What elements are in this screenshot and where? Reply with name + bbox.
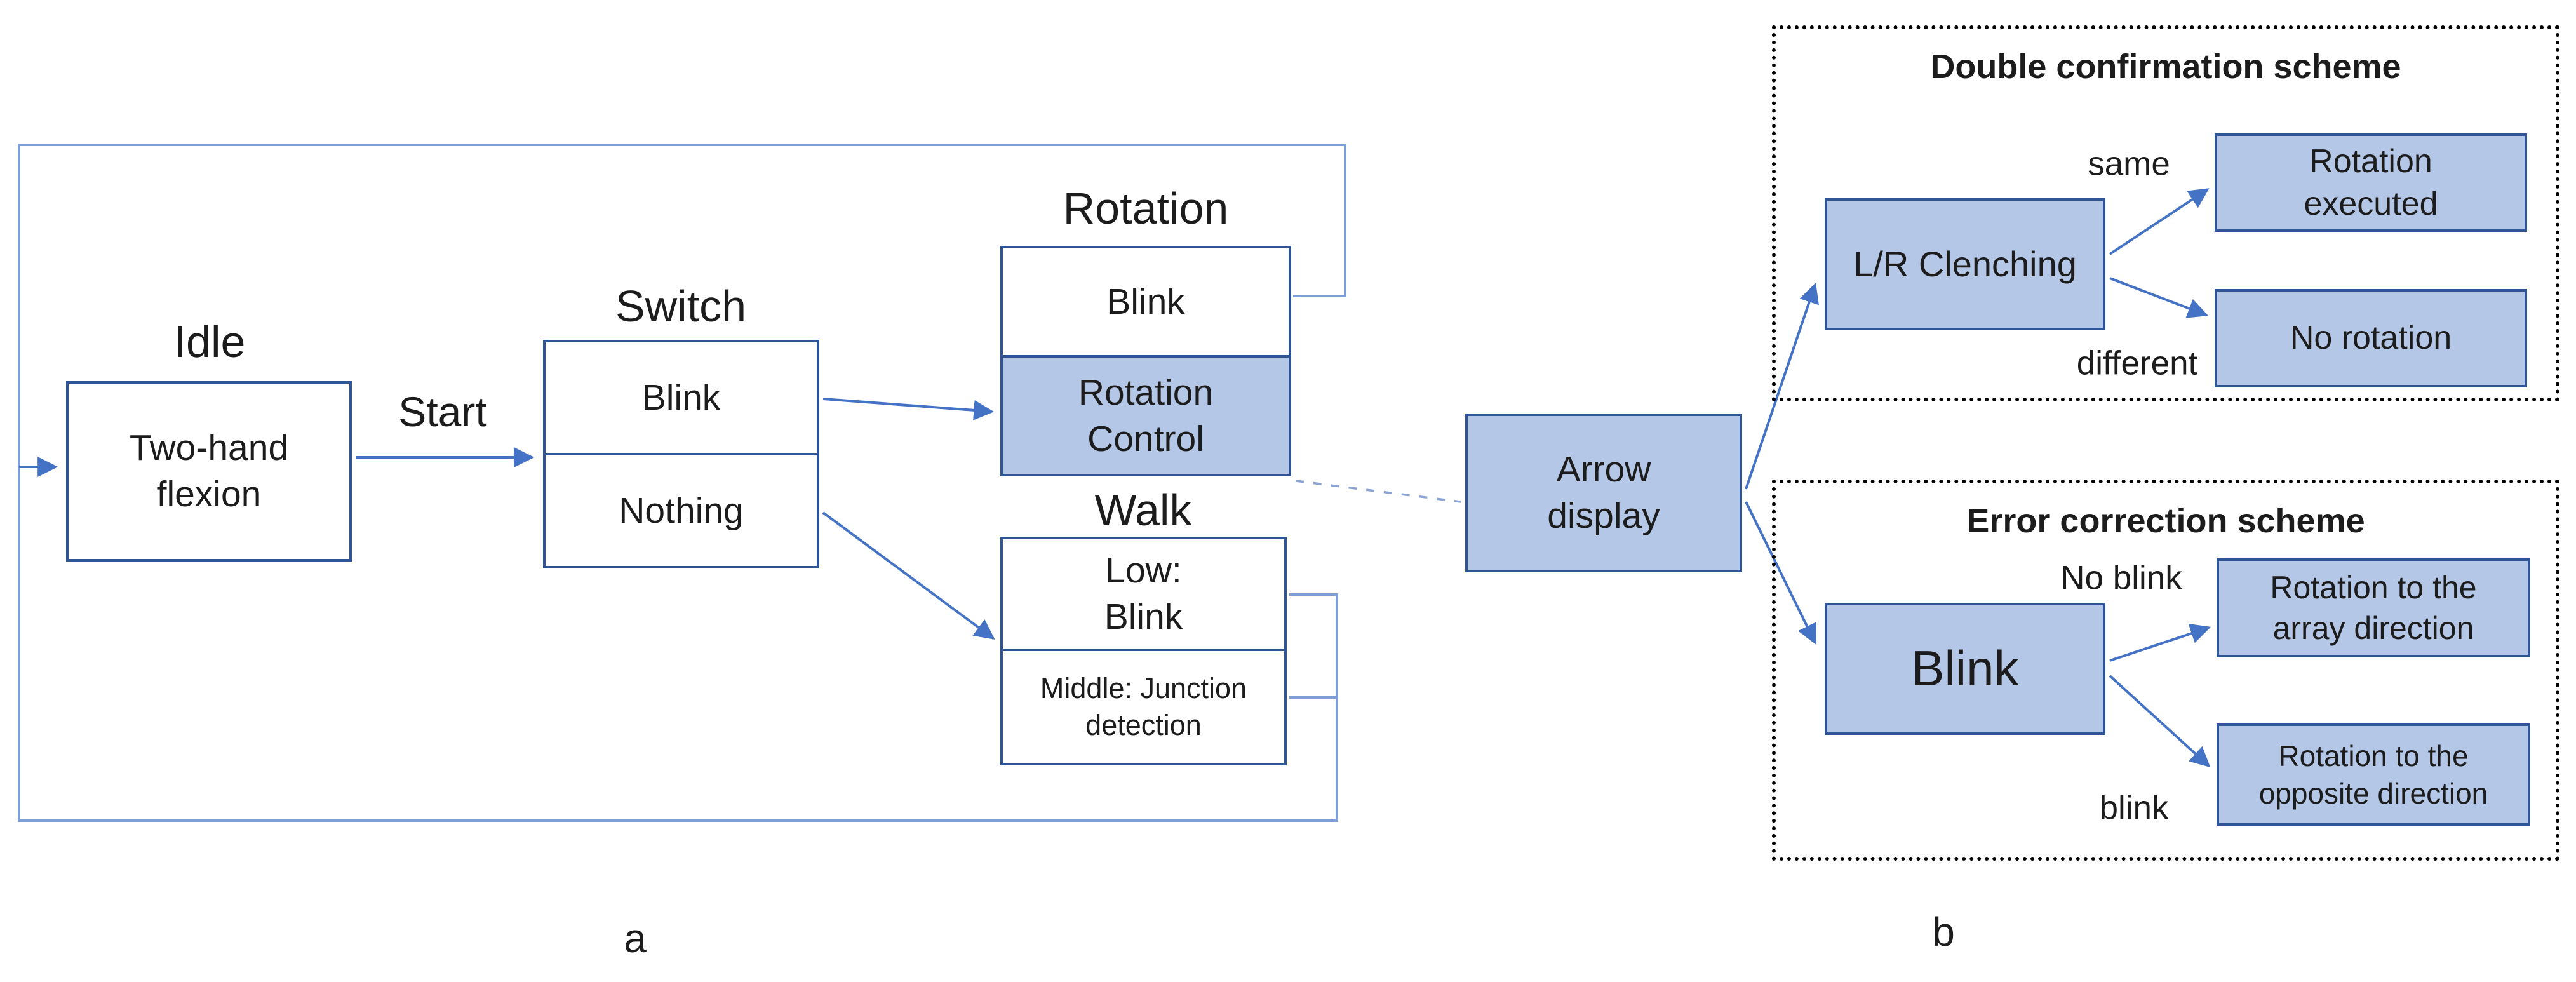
rotation-to-display-dashed-line <box>1295 480 1461 503</box>
idle-box: Two-hand flexion <box>66 381 352 562</box>
error-correction-frame: Error correction scheme <box>1772 480 2559 861</box>
rotation-array-direction-box: Rotation to the array direction <box>2217 558 2530 657</box>
start-label: Start <box>398 388 487 435</box>
idle-title: Idle <box>173 317 246 367</box>
clenching-different-arrow <box>2109 277 2208 318</box>
switch-to-rotation-arrow <box>822 398 995 420</box>
panel-b-caption: b <box>1932 909 1955 955</box>
blink-no-blink-arrow <box>2109 623 2211 662</box>
switch-box: Blink Nothing <box>543 340 819 568</box>
panel-a-caption: a <box>624 915 647 961</box>
rotation-box: Blink Rotation Control <box>1000 246 1291 476</box>
walk-row-low-blink: Low: Blink <box>1104 550 1183 637</box>
switch-title: Switch <box>615 281 747 331</box>
different-label: different <box>2076 344 2198 382</box>
walk-title: Walk <box>1094 485 1192 535</box>
rotation-row-blink: Blink <box>1106 281 1185 322</box>
arrow-display-box: Arrow display <box>1465 414 1742 572</box>
same-label: same <box>2088 145 2170 183</box>
switch-row-nothing: Nothing <box>546 453 817 566</box>
error-correction-title: Error correction scheme <box>1966 502 2365 540</box>
display-to-clenching-arrow <box>1745 282 1819 490</box>
lr-clenching-box: L/R Clenching <box>1825 198 2105 330</box>
switch-row-blink: Blink <box>641 377 721 418</box>
double-confirmation-frame: Double confirmation scheme <box>1772 25 2559 401</box>
blink-blink-arrow <box>2109 675 2211 768</box>
blink-label: blink <box>2099 789 2169 827</box>
clenching-same-arrow <box>2109 188 2210 255</box>
rotation-row-control: Rotation Control <box>1003 355 1289 474</box>
blink-input-box: Blink <box>1825 603 2105 735</box>
walk-box: Low: Blink Middle: Junction detection <box>1000 537 1287 765</box>
rotation-executed-box: Rotation executed <box>2215 133 2527 232</box>
rotation-title: Rotation <box>1063 184 1229 233</box>
rotation-opposite-direction-box: Rotation to the opposite direction <box>2217 723 2530 826</box>
feedback-loop-line <box>18 144 1346 822</box>
no-blink-label: No blink <box>2060 559 2182 597</box>
double-confirmation-title: Double confirmation scheme <box>1930 48 2401 86</box>
switch-to-walk-arrow <box>822 511 995 640</box>
display-to-blink-arrow <box>1745 501 1816 645</box>
walk-row-middle-junction: Middle: Junction detection <box>1003 649 1284 763</box>
no-rotation-box: No rotation <box>2215 289 2527 387</box>
